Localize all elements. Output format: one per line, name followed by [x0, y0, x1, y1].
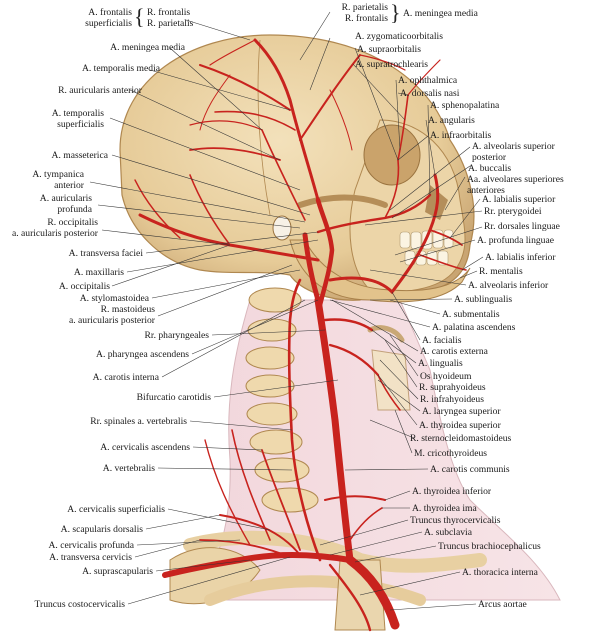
label-a-carotis-communis: A. carotis communis [430, 464, 510, 475]
label-a-pharyngea-ascendens: A. pharyngea ascendens [96, 349, 189, 360]
label-a-alveolaris-superior-posterior: A. alveolaris superior posterior [472, 141, 555, 163]
label-a-cervicalis-superficialis: A. cervicalis superficialis [67, 504, 165, 515]
label-a-ophthalmica: A. ophthalmica [398, 75, 458, 86]
label-a-infraorbitalis: A. infraorbitalis [430, 130, 492, 141]
label-r-auricularis-anterior: R. auricularis anterior [58, 85, 142, 96]
label-a-supraorbitalis: A. supraorbitalis [357, 44, 421, 55]
label-bifurcatio-carotidis: Bifurcatio carotidis [136, 392, 211, 403]
label-m-cricothyroideus: M. cricothyroideus [414, 448, 488, 459]
label-a-meningea-media-right: A. meningea media [403, 8, 478, 19]
larynx [371, 349, 411, 411]
label-a-vertebralis: A. vertebralis [102, 463, 155, 474]
label-a-stylomastoidea: A. stylomastoidea [79, 293, 149, 304]
label-a-dorsalis-nasi: A. dorsalis nasi [400, 88, 460, 99]
label-a-masseterica: A. masseterica [51, 150, 108, 161]
label-a-profunda-linguae: A. profunda linguae [477, 235, 554, 246]
first-rib [204, 575, 426, 606]
label-a-tympanica-anterior: A. tympanica anterior [32, 169, 84, 191]
zygomatic-arch [297, 194, 388, 208]
brace-meningea: } [390, 0, 401, 25]
label-r-frontalis-parietalis: R. frontalis R. parietalis [147, 7, 194, 29]
label-a-scapularis-dorsalis: A. scapularis dorsalis [60, 524, 143, 535]
label-a-thyroidea-inferior: A. thyroidea inferior [412, 486, 492, 497]
label-a-frontalis: A. frontalis superficialis [85, 7, 132, 29]
label-a-thyroidea-superior: A. thyroidea superior [419, 420, 501, 431]
label-a-lingualis: A. lingualis [418, 358, 463, 369]
label-r-occipitalis: R. occipitalis a. auricularis posterior [11, 217, 98, 239]
label-r-suprahyoideus: R. suprahyoideus [419, 382, 486, 393]
label-a-sublingualis: A. sublingualis [454, 294, 513, 305]
label-a-labialis-inferior: A. labialis inferior [485, 252, 556, 263]
neck-outline [194, 299, 561, 601]
label-aa-alveolares-superiores-anteriores: Aa. alveolares superiores anteriores [467, 174, 564, 196]
label-a-buccalis: A. buccalis [468, 163, 512, 174]
label-truncus-brachiocephalicus: Truncus brachiocephalicus [438, 541, 541, 552]
label-a-temporalis-superficialis: A. temporalis superficialis [51, 108, 104, 130]
label-a-auricularis-profunda: A. auricularis profunda [39, 193, 92, 215]
label-a-thoracica-interna: A. thoracica interna [462, 567, 538, 578]
label-a-alveolaris-inferior: A. alveolaris inferior [468, 280, 549, 291]
label-a-thyroidea-ima: A. thyroidea ima [412, 503, 477, 514]
label-r-sternocleidomastoideus: R. sternocleidomastoideus [410, 433, 512, 444]
label-a-occipitalis: A. occipitalis [58, 281, 110, 292]
label-a-transversa-cervicis: A. transversa cervicis [49, 552, 132, 563]
label-rr-pharyngeales: Rr. pharyngeales [144, 330, 209, 341]
label-a-palatina-ascendens: A. palatina ascendens [432, 322, 516, 333]
label-a-meningea-media-left: A. meningea media [110, 42, 185, 53]
label-a-suprascapularis: A. suprascapularis [82, 566, 153, 577]
label-a-subclavia: A. subclavia [424, 527, 472, 538]
label-a-cervicalis-ascendens: A. cervicalis ascendens [100, 442, 190, 453]
label-a-supratrochlearis: A. supratrochlearis [355, 59, 428, 70]
brace-frontalis: { [134, 4, 145, 29]
label-r-mastoideus: R. mastoideus a. auricularis posterior [68, 304, 155, 326]
label-a-temporalis-media: A. temporalis media [81, 63, 160, 74]
label-r-infrahyoideus: R. infrahyoideus [420, 394, 484, 405]
label-a-sphenopalatina: A. sphenopalatina [430, 100, 500, 111]
label-rr-pterygoidei: Rr. pterygoidei [484, 206, 542, 217]
label-rr-spinales: Rr. spinales a. vertebralis [90, 416, 187, 427]
orbit [363, 124, 421, 186]
label-rr-dorsales-linguae: Rr. dorsales linguae [484, 221, 560, 232]
label-a-labialis-superior: A. labialis superior [482, 194, 556, 205]
label-truncus-thyrocervicalis: Truncus thyrocervicalis [410, 515, 501, 526]
label-truncus-costocervicalis: Truncus costocervicalis [34, 599, 125, 610]
ear-canal [272, 215, 292, 241]
label-a-submentalis: A. submentalis [442, 309, 500, 320]
label-a-laryngea-superior: A. laryngea superior [422, 406, 501, 417]
label-a-carotis-interna: A. carotis interna [92, 372, 159, 383]
label-r-mentalis: R. mentalis [479, 266, 523, 277]
label-a-cervicalis-profunda: A. cervicalis profunda [48, 540, 134, 551]
label-a-angularis: A. angularis [428, 115, 475, 126]
mandible [289, 239, 471, 303]
label-os-hyoideum: Os hyoideum [420, 371, 472, 382]
label-a-transversa-faciei: A. transversa faciei [68, 248, 143, 259]
leader-lines [89, 11, 484, 611]
label-r-parietalis-frontalis-mm: R. parietalis R. frontalis [341, 2, 388, 24]
label-a-facialis: A. facialis [422, 335, 462, 346]
label-a-zygomaticoorbitalis: A. zygomaticoorbitalis [355, 31, 443, 42]
label-a-maxillaris: A. maxillaris [73, 267, 124, 278]
label-arcus-aortae: Arcus aortae [478, 599, 527, 610]
label-a-carotis-externa: A. carotis externa [420, 346, 488, 357]
